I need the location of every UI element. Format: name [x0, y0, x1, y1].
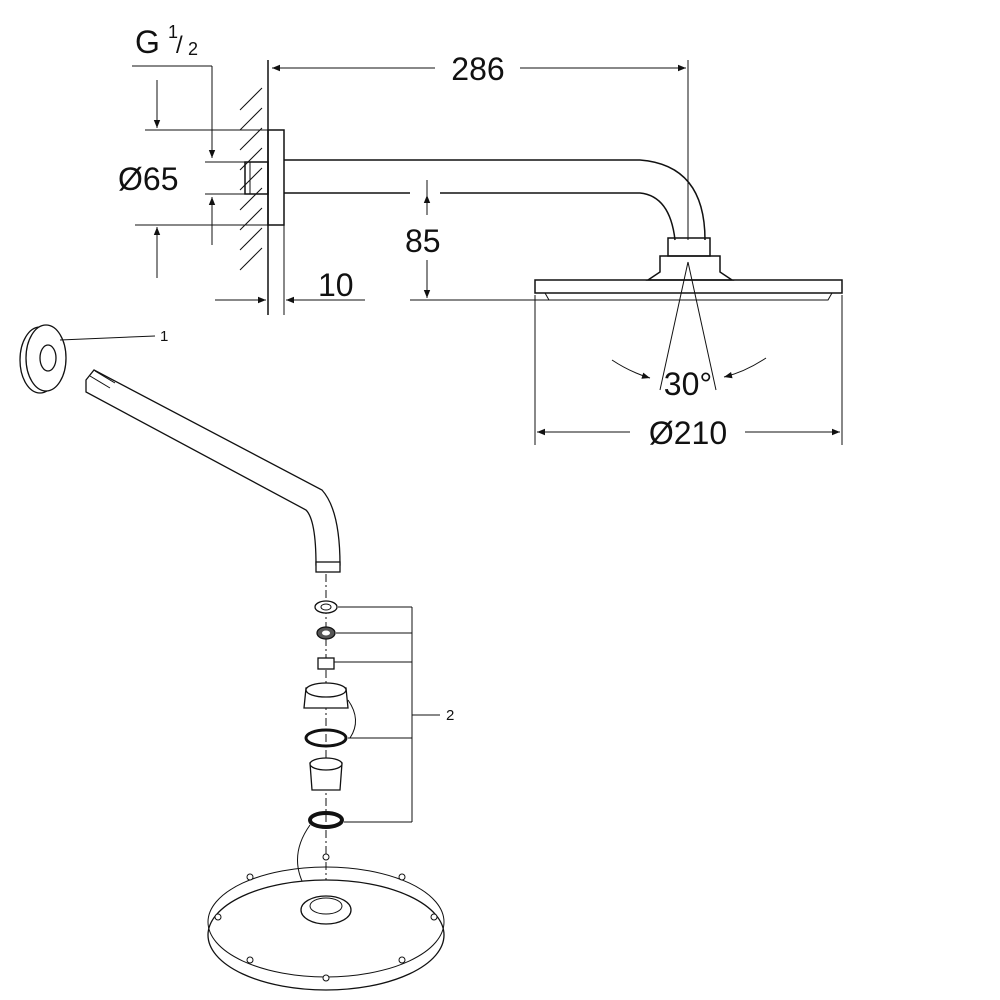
part-1-flange: 1	[19, 324, 168, 394]
callout-2: 2	[446, 707, 454, 724]
shower-arm-side	[284, 159, 843, 301]
wall-flange	[244, 129, 285, 226]
thread-denominator: 2	[188, 39, 198, 59]
thread-slash: /	[176, 32, 183, 59]
arm-length-value: 286	[451, 51, 504, 87]
dimension-drop-height: 85	[405, 180, 570, 301]
thread-numerator: 1	[168, 22, 178, 42]
callout-1: 1	[160, 328, 168, 345]
shower-head-plate	[207, 853, 445, 991]
dimension-thread: G 1 / 2	[132, 22, 245, 245]
dimension-tilt-angle: 30°	[611, 261, 767, 402]
part-2-assembly: 2	[297, 600, 454, 896]
wall-offset-value: 10	[318, 267, 354, 303]
drop-height-value: 85	[405, 223, 441, 259]
shower-arm-exploded	[85, 369, 341, 573]
tilt-angle-value: 30°	[664, 366, 712, 402]
dimension-wall-offset: 10	[215, 225, 365, 315]
dimension-flange-diameter: Ø65	[118, 80, 268, 278]
dimension-arm-length: 286	[272, 51, 689, 240]
wall-hatching	[239, 60, 269, 315]
head-diameter-value: Ø210	[649, 415, 727, 451]
thread-label: G	[135, 24, 160, 60]
flange-diameter-value: Ø65	[118, 161, 178, 197]
dimension-head-diameter: Ø210	[534, 295, 843, 451]
